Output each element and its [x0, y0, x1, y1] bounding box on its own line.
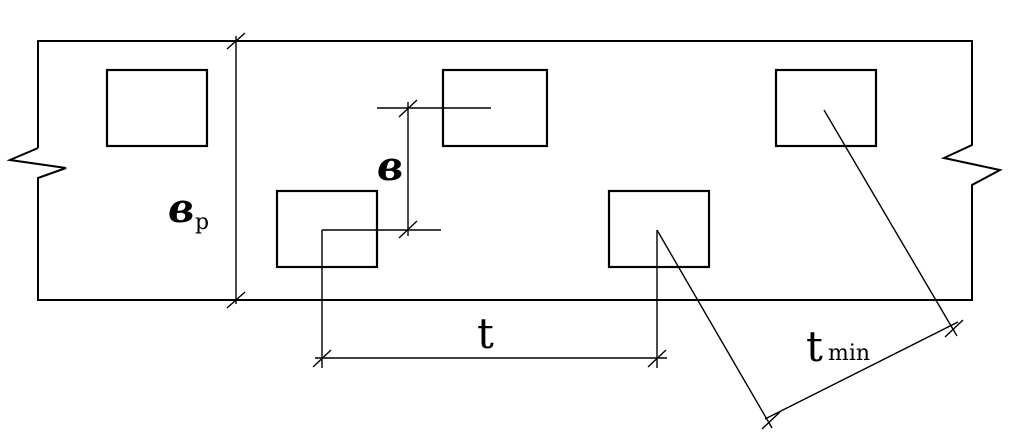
min-distance-subscript: min [828, 341, 870, 366]
hole-bottom-middle [607, 189, 711, 269]
hole-bottom-left [275, 189, 379, 269]
plate-width-dimension [226, 32, 246, 309]
min-distance-dimension [656, 109, 964, 430]
row-spacing-dimension [322, 99, 491, 239]
pitch-label: t [477, 309, 494, 358]
row-spacing-label: в [377, 143, 403, 190]
hole-top-left [105, 68, 209, 148]
pitch-dimension [312, 230, 667, 368]
min-distance-label: t [806, 322, 823, 371]
plate-width-label: в [168, 185, 194, 232]
hole-top-middle [441, 68, 549, 148]
plate-outline [6, 40, 1003, 301]
hole-top-right [774, 68, 878, 148]
plate-width-subscript: р [195, 210, 209, 235]
